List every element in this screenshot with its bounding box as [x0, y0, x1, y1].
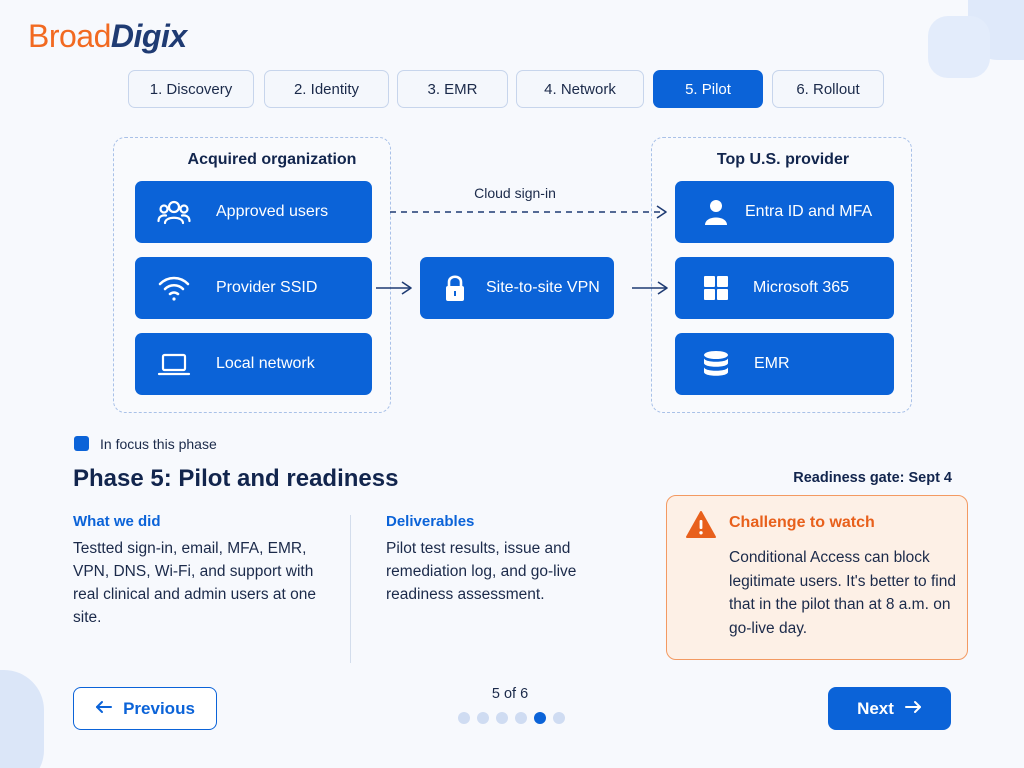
node-local-network: Local network	[135, 333, 372, 395]
node-provider-ssid: Provider SSID	[135, 257, 372, 319]
phase-title: Phase 5: Pilot and readiness	[73, 465, 399, 492]
left-panel-title: Acquired organization	[187, 151, 357, 168]
column-divider	[350, 515, 351, 663]
right-panel-title: Top U.S. provider	[716, 151, 850, 168]
challenge-card: Challenge to watch Conditional Access ca…	[666, 495, 968, 660]
what-we-did-heading: What we did	[73, 513, 161, 530]
wifi-icon	[157, 273, 191, 303]
warning-icon	[685, 510, 717, 540]
database-icon	[699, 349, 733, 379]
logo-part-digix: Digix	[110, 18, 187, 54]
readiness-gate: Readiness gate: Sept 4	[793, 470, 952, 486]
node-label: Entra ID and MFA	[745, 203, 873, 220]
legend-swatch	[74, 436, 89, 451]
previous-label: Previous	[123, 698, 195, 718]
laptop-icon	[157, 349, 191, 379]
tab-label: 3. EMR	[427, 80, 478, 98]
tab-label: 5. Pilot	[685, 80, 731, 98]
challenge-title: Challenge to watch	[729, 514, 875, 531]
deliverables-heading: Deliverables	[386, 513, 475, 530]
tab-discovery[interactable]: 1. Discovery	[128, 70, 254, 108]
page-dot[interactable]	[553, 712, 565, 724]
user-icon	[699, 197, 733, 227]
page-dot[interactable]	[515, 712, 527, 724]
tab-label: 4. Network	[544, 80, 616, 98]
node-label: Local network	[216, 355, 315, 372]
decorative-shape	[0, 670, 44, 768]
node-microsoft-365: Microsoft 365	[675, 257, 894, 319]
cloud-signin-label: Cloud sign-in	[474, 185, 556, 201]
tab-rollout[interactable]: 6. Rollout	[772, 70, 884, 108]
arrow-left-icon	[95, 699, 113, 719]
legend-label: In focus this phase	[100, 436, 217, 452]
page-dot[interactable]	[496, 712, 508, 724]
next-button[interactable]: Next	[828, 687, 951, 730]
logo-part-broad: Broad	[28, 18, 111, 54]
node-label: Approved users	[216, 203, 329, 220]
next-label: Next	[857, 698, 894, 718]
node-label: Site-to-site VPN	[486, 279, 600, 296]
page-dot-active[interactable]	[534, 712, 546, 724]
tab-pilot[interactable]: 5. Pilot	[653, 70, 763, 108]
node-site-to-site-vpn: Site-to-site VPN	[420, 257, 614, 319]
tab-label: 2. Identity	[293, 80, 360, 98]
lock-icon	[438, 273, 472, 303]
windows-icon	[699, 273, 733, 303]
brand-logo: BroadDigix	[28, 18, 187, 55]
tab-label: 1. Discovery	[149, 80, 233, 98]
page-indicator: 5 of 6	[491, 686, 529, 702]
page-dot[interactable]	[477, 712, 489, 724]
tab-label: 6. Rollout	[796, 80, 860, 98]
pagination-dots	[458, 712, 565, 724]
node-label: Microsoft 365	[753, 279, 850, 296]
tab-identity[interactable]: 2. Identity	[264, 70, 389, 108]
what-we-did-body: Testted sign-in, email, MFA, EMR, VPN, D…	[73, 540, 316, 626]
arrowhead	[401, 281, 412, 295]
node-label: EMR	[754, 355, 790, 372]
deliverables-body: Pilot test results, issue and remediatio…	[386, 540, 577, 603]
arrow-right-icon	[904, 699, 922, 719]
tab-network[interactable]: 4. Network	[516, 70, 644, 108]
decorative-shape	[928, 16, 990, 78]
node-approved-users: Approved users	[135, 181, 372, 243]
node-emr: EMR	[675, 333, 894, 395]
tab-emr[interactable]: 3. EMR	[397, 70, 508, 108]
users-icon	[157, 197, 191, 227]
node-entra-id-mfa: Entra ID and MFA	[675, 181, 894, 243]
challenge-body: Conditional Access can block legitimate …	[729, 549, 956, 637]
previous-button[interactable]: Previous	[73, 687, 217, 730]
page-dot[interactable]	[458, 712, 470, 724]
node-label: Provider SSID	[216, 279, 318, 296]
